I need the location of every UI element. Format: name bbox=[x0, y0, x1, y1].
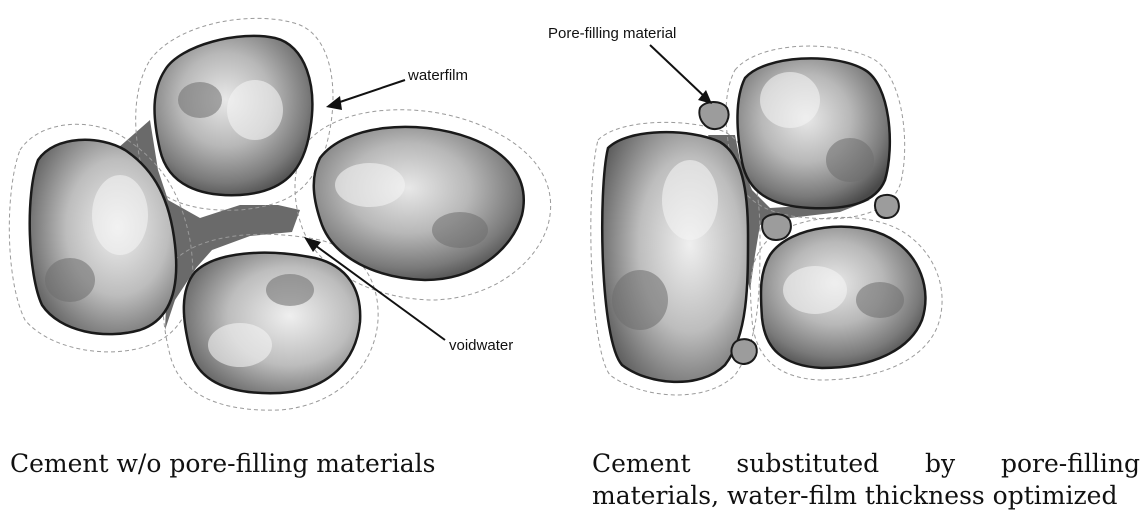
left-panel: waterfilm voidwater bbox=[9, 18, 550, 410]
waterfilm-arrowhead bbox=[326, 96, 342, 110]
caption-word: by bbox=[925, 448, 955, 480]
caption-word: pore-filling bbox=[1001, 448, 1140, 480]
cement-particle-diagram: waterfilm voidwater bbox=[0, 0, 1147, 430]
pore-filling-particle bbox=[762, 214, 791, 240]
pore-filling-particle bbox=[731, 339, 756, 364]
caption-right-line2: materials, water-film thickness optimize… bbox=[592, 480, 1140, 512]
cement-particle bbox=[184, 253, 360, 393]
cement-particle bbox=[314, 127, 524, 280]
pore-filling-particle bbox=[699, 102, 728, 129]
pore-filling-arrow bbox=[650, 45, 706, 98]
waterfilm-arrow bbox=[334, 80, 405, 104]
right-panel: Pore-filling material bbox=[548, 25, 942, 395]
cement-particle bbox=[737, 58, 889, 208]
caption-word: Cement bbox=[592, 448, 691, 480]
caption-right: Cement substituted by pore-filling mater… bbox=[592, 448, 1140, 512]
voidwater-label: voidwater bbox=[449, 337, 513, 354]
caption-right-line1: Cement substituted by pore-filling bbox=[592, 448, 1140, 480]
waterfilm-label: waterfilm bbox=[407, 67, 468, 84]
pore-filling-particle bbox=[875, 195, 899, 218]
pore-filling-label: Pore-filling material bbox=[548, 25, 676, 42]
caption-left: Cement w/o pore-filling materials bbox=[10, 448, 435, 480]
caption-word: substituted bbox=[736, 448, 879, 480]
